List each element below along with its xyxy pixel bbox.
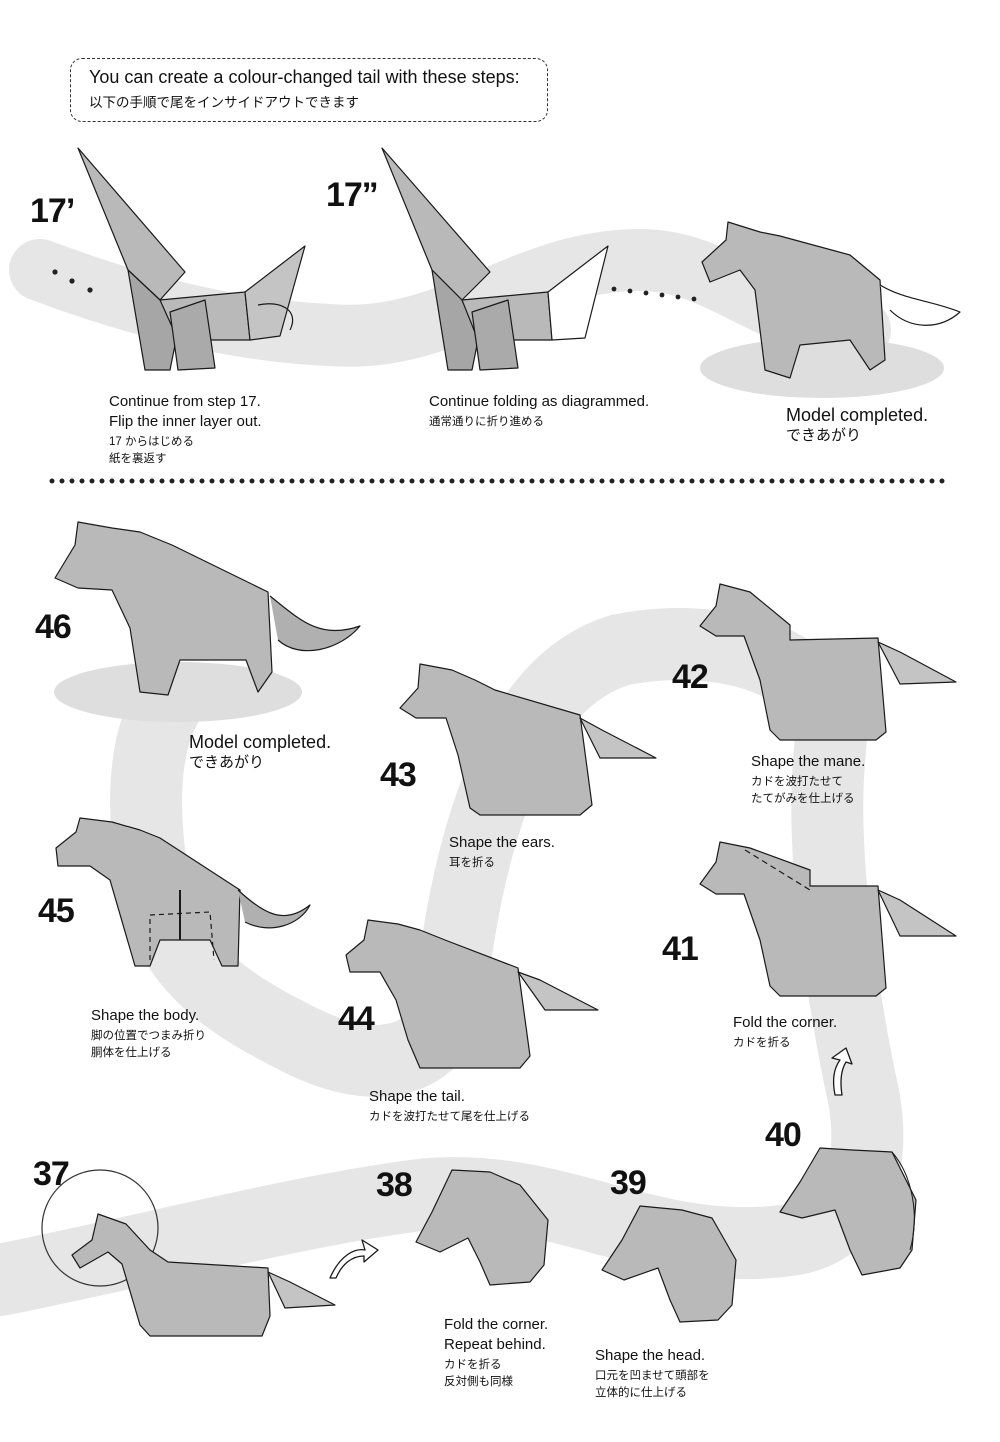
model-40 — [779, 1147, 917, 1276]
step-number-40: 40 — [765, 1116, 802, 1154]
caption-39: Shape the head. 口元を凹ませて頭部を 立体的に仕上げる — [595, 1347, 710, 1400]
caption-38: Fold the corner. Repeat behind. カドを折る 反対… — [444, 1316, 549, 1389]
model-45 — [55, 817, 311, 967]
model-44 — [345, 919, 599, 1069]
caption-41: Fold the corner. カドを折る — [733, 1014, 838, 1049]
model-43 — [399, 663, 657, 816]
model-37 — [41, 1169, 336, 1337]
model-completed-top — [701, 221, 961, 379]
caption-42: Shape the mane. カドを波打たせて たてがみを仕上げる — [751, 753, 866, 806]
model-17a — [77, 147, 306, 371]
model-41 — [699, 841, 957, 997]
intro-text-jp: 以下の手順で尾をインサイドアウトできます — [89, 95, 359, 110]
step-number-37: 37 — [33, 1155, 70, 1193]
model-17b — [381, 147, 609, 371]
step-number-43: 43 — [380, 756, 417, 794]
step-number-42: 42 — [672, 658, 709, 696]
model-39 — [601, 1205, 737, 1323]
caption-43: Shape the ears. 耳を折る — [449, 834, 555, 869]
caption-17b: Continue folding as diagrammed. 通常通りに折り進… — [429, 393, 650, 428]
step-number-39: 39 — [610, 1164, 647, 1202]
shadow-top — [700, 338, 944, 398]
step-number-38: 38 — [376, 1166, 413, 1204]
caption-45: Shape the body. 脚の位置でつまみ折り 胴体を仕上げる — [91, 1007, 206, 1060]
continuation-dots — [52, 269, 697, 302]
step-number-17b: 17’’ — [326, 176, 378, 214]
shadow-46 — [54, 662, 302, 722]
model-46 — [54, 521, 361, 696]
step-number-17a: 17’ — [30, 192, 75, 230]
intro-box: You can create a colour-changed tail wit… — [70, 58, 548, 122]
caption-44: Shape the tail. カドを波打たせて尾を仕上げる — [369, 1088, 530, 1123]
model-38 — [415, 1169, 549, 1286]
step-arrows — [329, 1047, 853, 1279]
step-number-44: 44 — [338, 1000, 375, 1038]
step-number-46: 46 — [35, 608, 72, 646]
step-number-41: 41 — [662, 930, 699, 968]
step-number-45: 45 — [38, 892, 75, 930]
caption-46: Model completed. できあがり — [189, 732, 332, 771]
model-42 — [699, 583, 957, 741]
intro-text-en: You can create a colour-changed tail wit… — [89, 67, 520, 87]
caption-completed-top: Model completed. できあがり — [786, 405, 929, 444]
caption-17a: Continue from step 17. Flip the inner la… — [109, 393, 262, 466]
